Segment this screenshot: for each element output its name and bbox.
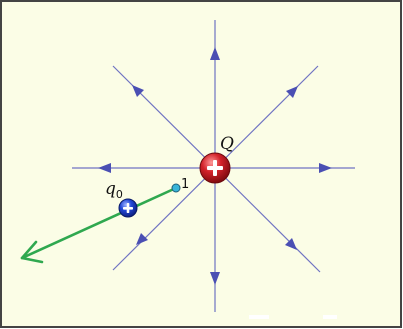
- field-arrowheads: [98, 47, 332, 285]
- arrowhead-up: [210, 47, 220, 60]
- test-charge-label: q0: [105, 179, 123, 201]
- source-charge-label: Q: [220, 134, 234, 154]
- point-label: 1: [181, 177, 189, 192]
- arrowhead-upper-left: [132, 85, 144, 97]
- arrowhead-down: [210, 272, 220, 285]
- test-charge-path: [20, 186, 178, 264]
- plus-sign-icon: [123, 203, 133, 213]
- test-charge-subscript: 0: [116, 188, 123, 201]
- source-charge: [199, 152, 231, 184]
- arrowhead-lower-left: [136, 233, 148, 245]
- point-marker: [171, 183, 181, 193]
- arrowhead-upper-right: [286, 86, 298, 98]
- bottom-mark-right: [323, 315, 337, 319]
- test-charge: [118, 198, 138, 218]
- arrowhead-right: [319, 163, 332, 173]
- arrowhead-lower-right: [285, 238, 297, 250]
- plus-sign-icon: [207, 160, 223, 176]
- bottom-mark-left: [249, 315, 269, 319]
- arrowhead-left: [98, 163, 111, 173]
